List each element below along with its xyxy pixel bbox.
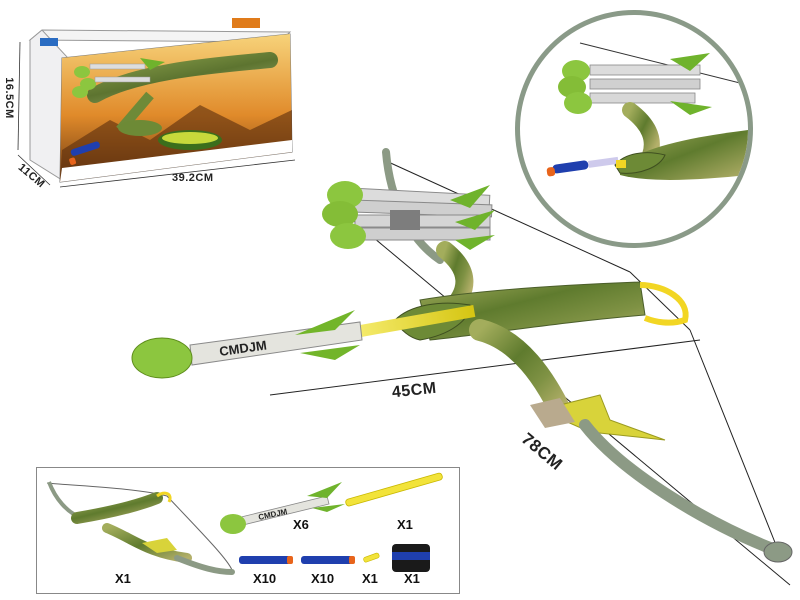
qty-arm-guard: X1 xyxy=(404,571,420,586)
qty-arrows: X6 xyxy=(293,517,309,532)
qty-dart-b: X10 xyxy=(311,571,335,586)
contents-arrow-image: CMDJM xyxy=(220,482,345,534)
svg-text:CMDJM: CMDJM xyxy=(258,507,289,522)
quiver-arrows xyxy=(322,181,495,250)
package-width-label: 39.2CM xyxy=(172,172,214,184)
qty-tube: X1 xyxy=(397,517,413,532)
qty-bow: X1 xyxy=(115,571,131,586)
qty-dart-a: X10 xyxy=(253,571,277,586)
contents-arm-guard-image xyxy=(392,544,430,572)
package-box-illustration xyxy=(17,18,296,188)
contents-dart-a-image xyxy=(239,556,293,564)
contents-dart-b-image xyxy=(301,556,355,564)
package-box: 16.5CM 11CM 39.2CM xyxy=(0,0,320,200)
closeup-illustration xyxy=(546,42,748,180)
contents-illustrations: CMDJM xyxy=(46,472,443,575)
svg-text:CMDJM: CMDJM xyxy=(218,337,267,358)
contents-small-part-image xyxy=(363,552,380,563)
qty-small-part: X1 xyxy=(362,571,378,586)
closeup-circle xyxy=(515,10,753,248)
contents-tube-image xyxy=(345,472,443,507)
loaded-arrow: CMDJM xyxy=(131,305,476,379)
contents-bow-image xyxy=(46,481,235,575)
contents-panel: CMDJM X1 X6 X1 X10 X10 X1 X1 xyxy=(36,467,460,594)
